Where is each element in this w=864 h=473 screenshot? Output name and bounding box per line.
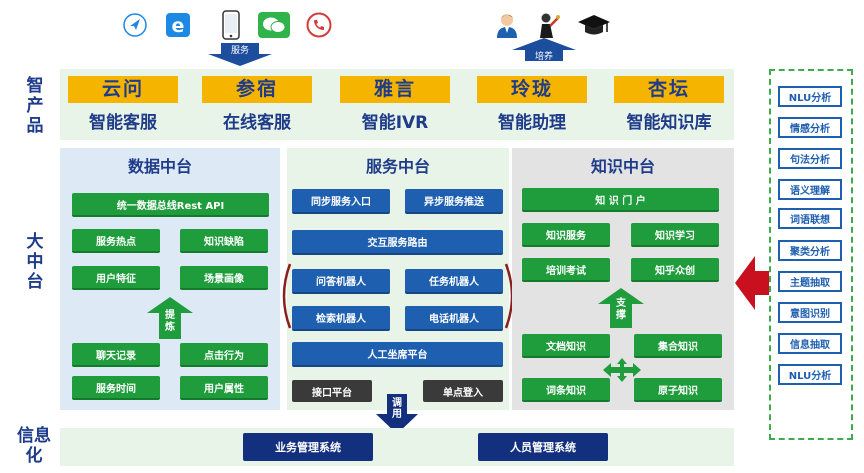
nlu-input-arrow-icon: [735, 256, 769, 310]
knowledge-item-training-exam[interactable]: 培训考试: [522, 258, 610, 282]
product-sub: 智能助理: [498, 113, 566, 133]
business-management-system[interactable]: 业务管理系统: [243, 433, 373, 461]
nlu-item-semantic-understanding[interactable]: 语义理解: [778, 179, 842, 200]
phone-icon: [218, 9, 244, 41]
interaction-routing-box[interactable]: 交互服务路由: [292, 230, 503, 255]
knowledge-item-learning[interactable]: 知识学习: [631, 223, 719, 247]
product-sub: 在线客服: [223, 113, 291, 133]
nlu-item-sentiment-analysis[interactable]: 情感分析: [778, 117, 842, 138]
personnel-management-system[interactable]: 人员管理系统: [478, 433, 608, 461]
ie-browser-icon: e: [165, 12, 191, 38]
call-icon: [306, 12, 332, 38]
nlu-item-word-association[interactable]: 词语联想: [778, 208, 842, 229]
sync-entry-box[interactable]: 同步服务入口: [292, 189, 390, 214]
task-bot-box[interactable]: 任务机器人: [405, 269, 503, 294]
nlu-item-nlu-analysis[interactable]: NLU分析: [778, 86, 842, 107]
product-sub: 智能客服: [89, 113, 157, 133]
four-way-arrow-icon: [603, 358, 641, 382]
refine-up-arrow-icon: [147, 297, 193, 339]
product-name: 杏坛: [614, 76, 724, 103]
product-yayan[interactable]: 雅言 智能IVR: [340, 76, 450, 133]
product-name: 云问: [68, 76, 178, 103]
data-item-click-behavior[interactable]: 点击行为: [180, 343, 268, 367]
call-arrow-label: 调 用: [392, 398, 402, 420]
nlu-item-topic-extraction[interactable]: 主题抽取: [778, 271, 842, 292]
left-bracket-icon: [282, 263, 292, 329]
sso-box[interactable]: 单点登入: [423, 380, 503, 402]
data-bus-box[interactable]: 统一数据总线Rest API: [72, 193, 269, 217]
service-arrow-icon: [208, 54, 272, 66]
data-item-chat-log[interactable]: 聊天记录: [72, 343, 160, 367]
row-label-smart-product: 智 产 品: [26, 76, 44, 136]
nlu-item-nlu-analysis-2[interactable]: NLU分析: [778, 364, 842, 385]
knowledge-portal-box[interactable]: 知 识 门 户: [522, 188, 719, 212]
data-item-service-time[interactable]: 服务时间: [72, 376, 160, 400]
knowledge-item-document[interactable]: 文档知识: [522, 334, 610, 358]
knowledge-item-service[interactable]: 知识服务: [522, 223, 610, 247]
wechat-icon: [258, 12, 290, 38]
call-down-arrow-icon: [376, 394, 418, 434]
nlu-list-frame: [769, 69, 853, 440]
product-sub: 智能IVR: [361, 113, 429, 133]
train-arrow-label: 培养: [525, 49, 563, 62]
worker-icon: [535, 12, 561, 38]
app-icon: [122, 12, 148, 38]
knowledge-item-crowd-creation[interactable]: 知乎众创: [631, 258, 719, 282]
qa-bot-box[interactable]: 问答机器人: [292, 269, 390, 294]
data-item-service-hotspot[interactable]: 服务热点: [72, 229, 160, 253]
graduation-cap-icon: [577, 12, 611, 38]
data-item-knowledge-defect[interactable]: 知识缺陷: [180, 229, 268, 253]
right-bracket-icon: [504, 263, 514, 329]
user-icon: [494, 12, 520, 38]
support-up-arrow-icon: [598, 288, 644, 328]
product-name: 参宿: [202, 76, 312, 103]
product-canxiu[interactable]: 参宿 在线客服: [202, 76, 312, 133]
data-item-scene-portrait[interactable]: 场景画像: [180, 266, 268, 290]
data-center-title: 数据中台: [127, 157, 192, 176]
async-push-box[interactable]: 异步服务推送: [405, 189, 503, 214]
service-arrow-label: 服务: [221, 43, 259, 56]
knowledge-item-collection[interactable]: 集合知识: [634, 334, 722, 358]
search-bot-box[interactable]: 检索机器人: [292, 306, 390, 331]
agent-platform-box[interactable]: 人工坐席平台: [292, 342, 503, 367]
support-label: 支 撑: [616, 298, 626, 321]
product-name: 玲珑: [477, 76, 587, 103]
knowledge-item-atomic[interactable]: 原子知识: [634, 378, 722, 402]
row-label-informatization: 信息 化: [17, 426, 51, 466]
knowledge-center-title: 知识中台: [590, 157, 655, 176]
knowledge-item-entry[interactable]: 词条知识: [522, 378, 610, 402]
service-center-title: 服务中台: [365, 157, 430, 176]
refine-label: 提 炼: [165, 310, 175, 333]
train-arrow-icon: [512, 38, 576, 50]
data-item-user-attribute[interactable]: 用户属性: [180, 376, 268, 400]
product-sub: 智能知识库: [626, 113, 712, 133]
svg-text:e: e: [172, 15, 185, 37]
data-item-user-feature[interactable]: 用户特征: [72, 266, 160, 290]
nlu-item-cluster-analysis[interactable]: 聚类分析: [778, 240, 842, 261]
product-xingtan[interactable]: 杏坛 智能知识库: [614, 76, 724, 133]
nlu-item-information-extraction[interactable]: 信息抽取: [778, 333, 842, 354]
nlu-item-syntax-analysis[interactable]: 句法分析: [778, 148, 842, 169]
product-linglong[interactable]: 玲珑 智能助理: [477, 76, 587, 133]
product-name: 雅言: [340, 76, 450, 103]
informatization-band: [60, 428, 734, 466]
interface-platform-box[interactable]: 接口平台: [292, 380, 372, 402]
product-yunwen[interactable]: 云问 智能客服: [68, 76, 178, 133]
row-label-middle-platform: 大 中 台: [26, 232, 44, 292]
nlu-item-intent-recognition[interactable]: 意图识别: [778, 302, 842, 323]
phone-bot-box[interactable]: 电话机器人: [405, 306, 503, 331]
